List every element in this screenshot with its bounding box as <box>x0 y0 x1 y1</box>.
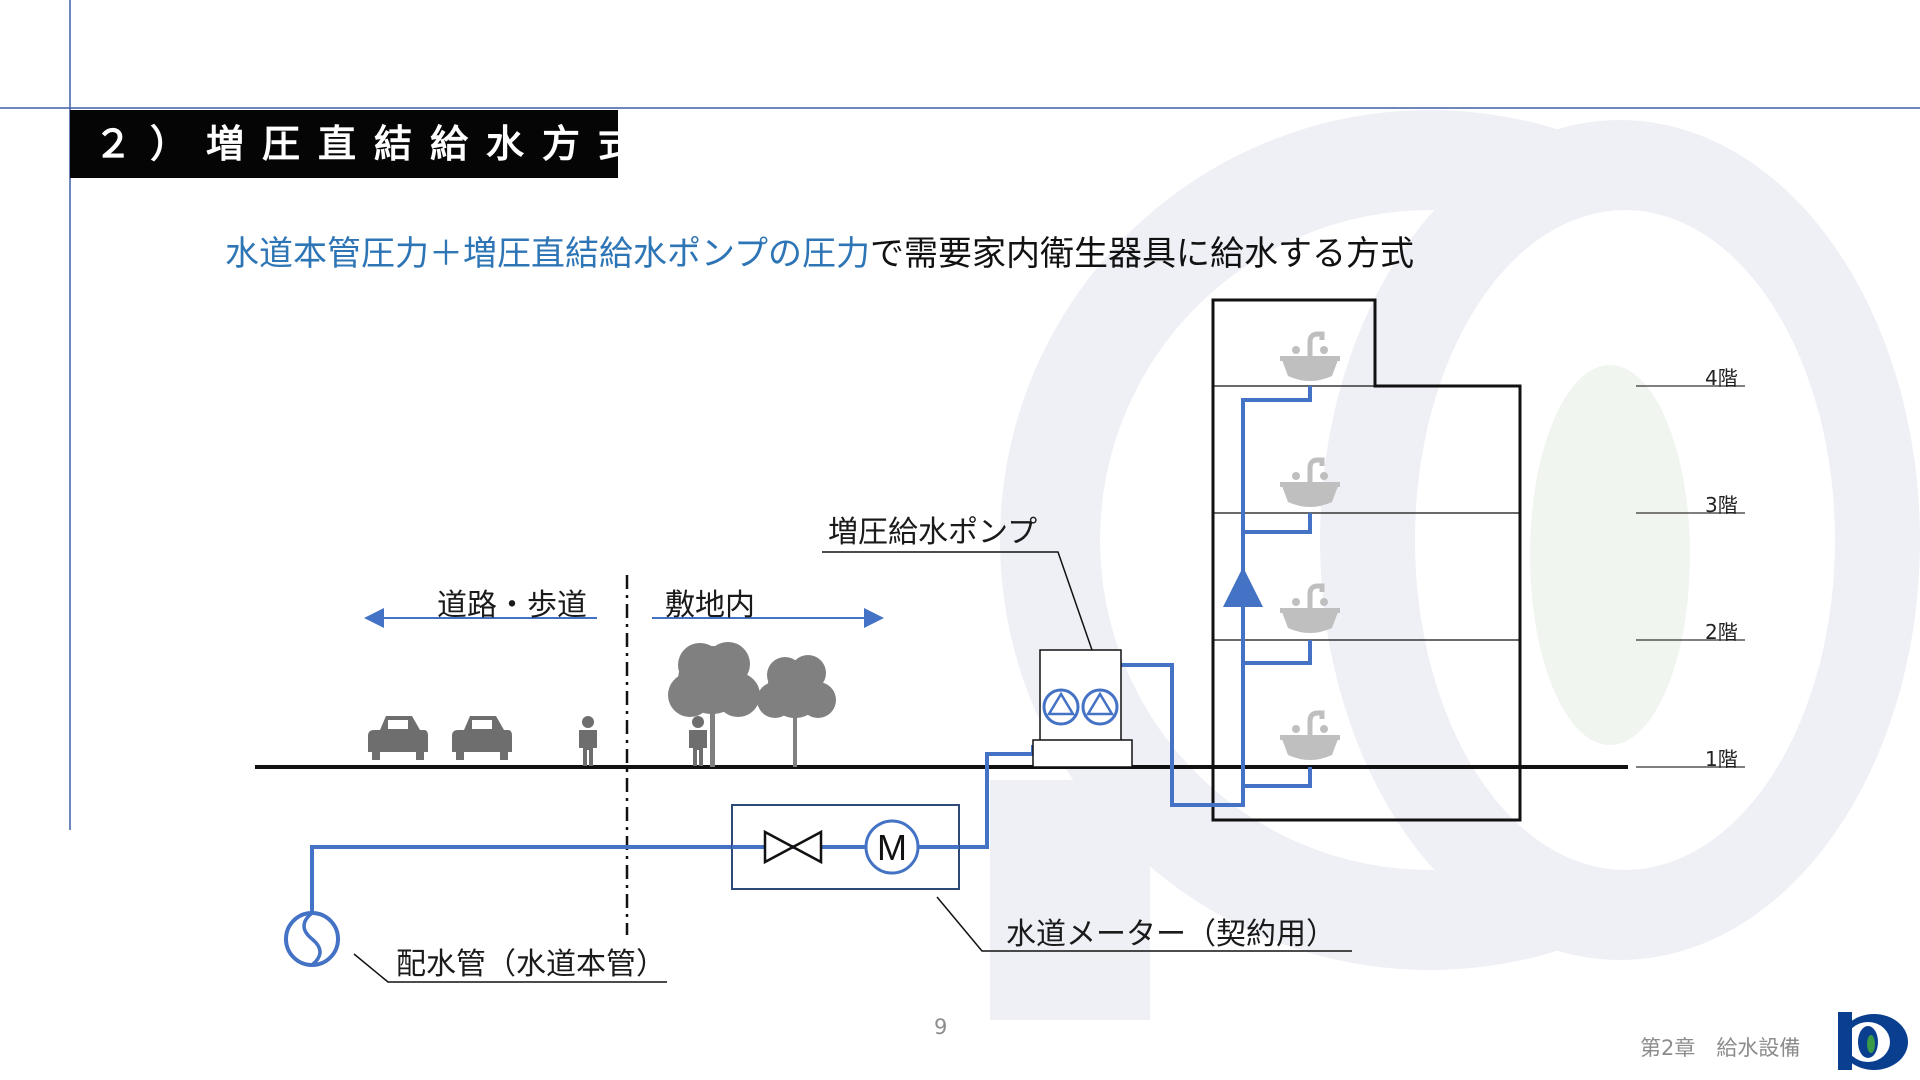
water-meter-icon <box>864 819 920 875</box>
building <box>1211 298 1522 822</box>
booster-pump-label: 増圧給水ポンプ <box>828 515 1038 550</box>
pump-icon <box>1081 688 1119 726</box>
tree-icon <box>668 642 760 767</box>
subtitle-rest: で需要家内衛生器具に給水する方式 <box>869 234 1414 274</box>
water-main-label: 配水管（水道本管） <box>396 947 666 982</box>
chapter-label: 第2章 給水設備 <box>1640 1036 1801 1060</box>
car-icon <box>368 716 428 760</box>
road-sidewalk-label: 道路・歩道 <box>437 588 587 623</box>
site-label: 敷地内 <box>665 588 755 623</box>
booster-pump-unit <box>1032 649 1133 768</box>
floor-label-4: 4階 <box>1705 366 1738 390</box>
faucet-icon-4f <box>1280 334 1340 381</box>
pump-leader-line <box>822 551 1093 651</box>
car-icon <box>452 716 512 760</box>
pedestrian-icon <box>579 716 597 766</box>
subtitle-highlight: 水道本管圧力＋増圧直結給水ポンプの圧力 <box>225 234 870 274</box>
person-icon <box>689 716 707 766</box>
pump-icon <box>1042 688 1080 726</box>
section-title: ２）増圧直結給水方式 <box>70 110 636 178</box>
page-number: 9 <box>934 1015 948 1039</box>
subtitle: 水道本管圧力＋増圧直結給水ポンプの圧力で需要家内衛生器具に給水する方式 <box>225 226 1414 275</box>
floor-label-2: 2階 <box>1705 620 1738 644</box>
floor-label-1: 1階 <box>1705 747 1738 771</box>
faucet-icon-2f <box>1280 586 1340 633</box>
faucet-icon-3f <box>1280 460 1340 507</box>
floor-label-3: 3階 <box>1705 493 1738 517</box>
gate-valve-icon <box>763 829 823 865</box>
water-main-icon <box>284 911 340 967</box>
water-meter-label: 水道メーター（契約用） <box>1006 917 1336 952</box>
meter-symbol: M <box>877 827 907 868</box>
meter-assembly <box>731 804 960 890</box>
tree-icon <box>757 655 836 767</box>
floor-marker-lines <box>1636 385 1745 768</box>
company-logo <box>1838 1012 1908 1070</box>
meter-leader-line <box>936 896 1352 952</box>
watermark-logo <box>990 110 1920 1020</box>
main-leader-line <box>353 953 667 983</box>
faucet-icon-1f <box>1280 713 1340 760</box>
